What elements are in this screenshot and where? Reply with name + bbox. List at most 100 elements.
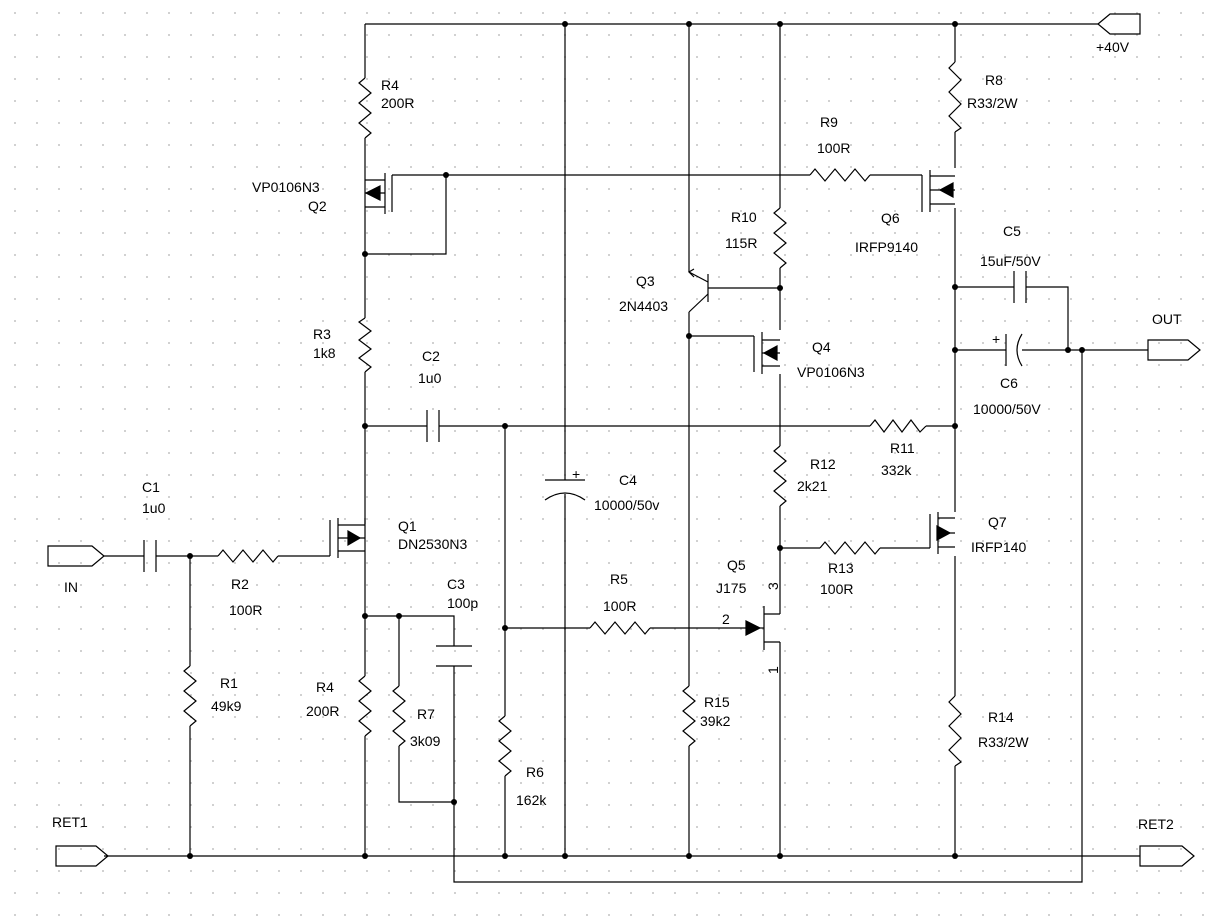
r2-ref: R2 [231, 576, 249, 592]
c1-value: 1u0 [142, 500, 166, 516]
r3-value: 1k8 [313, 345, 336, 361]
capacitor-c5 [1013, 271, 1027, 303]
port-ret1-label: RET1 [52, 814, 88, 830]
resistor-r12 [773, 445, 787, 507]
resistor-r5 [589, 621, 651, 635]
r11-ref: R11 [890, 440, 915, 456]
port-out-shape [1147, 339, 1201, 361]
r2-value: 100R [229, 602, 262, 618]
port-ret2-label: RET2 [1138, 816, 1174, 832]
resistor-r8 [948, 61, 962, 133]
r4-top-ref: R4 [381, 77, 399, 93]
r10-value: 115R [725, 235, 757, 251]
r8-value: R33/2W [967, 95, 1018, 111]
r14-ref: R14 [988, 709, 1014, 725]
resistor-r2 [217, 549, 279, 563]
c3-value: 100p [447, 595, 478, 611]
capacitor-c4 [544, 479, 586, 501]
capacitor-c1 [143, 540, 157, 572]
q2-ref: Q2 [308, 198, 327, 214]
resistor-r4-bottom [358, 675, 372, 737]
resistor-r6 [498, 715, 512, 777]
resistor-r4-top [358, 77, 372, 139]
q3-ref: Q3 [636, 273, 655, 289]
c2-value: 1u0 [418, 370, 442, 386]
port-ret1-shape [55, 845, 109, 867]
resistor-r3 [357, 317, 372, 373]
q3-value: 2N4403 [619, 298, 668, 314]
c4-ref: C4 [619, 472, 637, 488]
port-ret2-shape [1139, 845, 1195, 867]
ports [47, 13, 1201, 867]
r14-value: R33/2W [978, 734, 1029, 750]
c5-ref: C5 [1003, 223, 1021, 239]
q7-value: IRFP140 [971, 539, 1026, 555]
port-in-label: IN [64, 579, 78, 595]
capacitor-c3 [436, 645, 472, 667]
capacitor-c6 [1005, 333, 1023, 367]
resistors [183, 61, 962, 777]
q4-value: VP0106N3 [797, 364, 865, 380]
c4-polarity: + [572, 466, 580, 482]
c6-value: 10000/50V [973, 401, 1041, 417]
resistor-r7 [392, 685, 406, 747]
port-vplus-shape [1097, 13, 1141, 35]
r13-ref: R13 [828, 560, 854, 576]
resistor-r11 [869, 419, 927, 433]
c2-ref: C2 [422, 348, 440, 364]
labels: IN RET1 OUT RET2 +40V R4 200R VP0106N3 Q… [52, 39, 1182, 832]
c6-ref: C6 [1000, 375, 1018, 391]
resistor-r13 [819, 541, 881, 555]
q6-value: IRFP9140 [855, 239, 918, 255]
mosfet-q6 [921, 170, 955, 212]
r6-value: 162k [516, 792, 547, 808]
q2-value: VP0106N3 [252, 179, 320, 195]
r9-value: 100R [817, 140, 850, 156]
r12-ref: R12 [810, 456, 836, 472]
r4-bottom-value: 200R [306, 703, 339, 719]
junction-dots [187, 21, 1085, 859]
mosfet-q7 [929, 512, 955, 554]
r1-value: 49k9 [211, 698, 242, 714]
q5-pin2: 2 [722, 611, 730, 627]
r7-value: 3k09 [410, 733, 441, 749]
q5-pin1: 1 [765, 666, 781, 674]
c3-ref: C3 [447, 576, 465, 592]
port-in-shape [47, 545, 105, 567]
jfet-q5 [745, 606, 781, 656]
resistor-r14 [948, 695, 962, 767]
c6-polarity: + [992, 331, 1000, 347]
capacitors [143, 271, 1027, 667]
resistor-r15 [682, 685, 696, 747]
c1-ref: C1 [142, 479, 160, 495]
resistor-r9 [809, 168, 871, 182]
r15-value: 39k2 [700, 713, 731, 729]
r11-value: 332k [881, 462, 912, 478]
r3-ref: R3 [313, 326, 331, 342]
r10-ref: R10 [731, 209, 757, 225]
capacitor-c2 [426, 410, 440, 442]
r12-value: 2k21 [797, 478, 828, 494]
port-vplus-label: +40V [1096, 39, 1130, 55]
resistor-r1 [183, 665, 197, 727]
r13-value: 100R [820, 581, 853, 597]
mosfet-q4 [753, 332, 780, 374]
resistor-r10 [773, 207, 787, 269]
wires [104, 23, 1148, 883]
q7-ref: Q7 [988, 514, 1007, 530]
q5-value: J175 [716, 580, 747, 596]
r1-ref: R1 [220, 675, 238, 691]
r7-ref: R7 [417, 706, 435, 722]
port-out-label: OUT [1152, 311, 1182, 327]
q4-ref: Q4 [812, 339, 831, 355]
r5-value: 100R [603, 598, 636, 614]
c4-value: 10000/50v [594, 497, 659, 513]
r4-top-value: 200R [381, 95, 414, 111]
r6-ref: R6 [526, 764, 544, 780]
q1-value: DN2530N3 [398, 536, 467, 552]
bjt-q3 [688, 268, 709, 313]
c5-value: 15uF/50V [980, 253, 1041, 269]
mosfet-q2 [364, 168, 393, 218]
